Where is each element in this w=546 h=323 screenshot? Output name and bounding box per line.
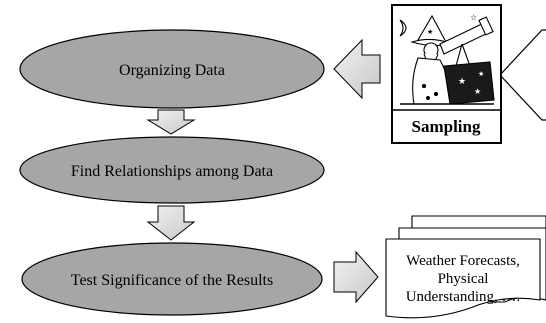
svg-text:☆: ☆ bbox=[470, 13, 477, 22]
down-arrow-2 bbox=[146, 205, 196, 241]
step-test-significance: Test Significance of the Results bbox=[21, 242, 323, 316]
down-arrow-1 bbox=[146, 109, 196, 135]
step-find-relationships-label: Find Relationships among Data bbox=[71, 163, 273, 180]
left-arrow-sampling bbox=[333, 38, 381, 100]
output-documents: Weather Forecasts, Physical Understandin… bbox=[385, 215, 546, 319]
right-arrow-output bbox=[333, 250, 379, 304]
svg-text:★: ★ bbox=[478, 70, 484, 78]
svg-text:★: ★ bbox=[474, 87, 481, 96]
output-line-3: Understanding, …. bbox=[406, 289, 521, 305]
svg-text:★: ★ bbox=[458, 77, 466, 87]
incoming-arrow-outline bbox=[499, 29, 546, 121]
output-line-1: Weather Forecasts, bbox=[406, 253, 520, 269]
wizard-telescope-icon: ★ ★ ★ ★ ☆ bbox=[399, 13, 495, 105]
step-test-significance-label: Test Significance of the Results bbox=[71, 272, 273, 289]
output-line-2: Physical bbox=[438, 271, 489, 287]
step-organizing-data: Organizing Data bbox=[19, 29, 325, 109]
step-find-relationships: Find Relationships among Data bbox=[19, 136, 325, 204]
svg-text:★: ★ bbox=[427, 28, 433, 36]
sampling-label: Sampling bbox=[412, 117, 481, 136]
step-organizing-data-label: Organizing Data bbox=[119, 62, 225, 79]
sampling-box: Sampling ★ ★ ★ ★ ☆ bbox=[391, 4, 502, 144]
